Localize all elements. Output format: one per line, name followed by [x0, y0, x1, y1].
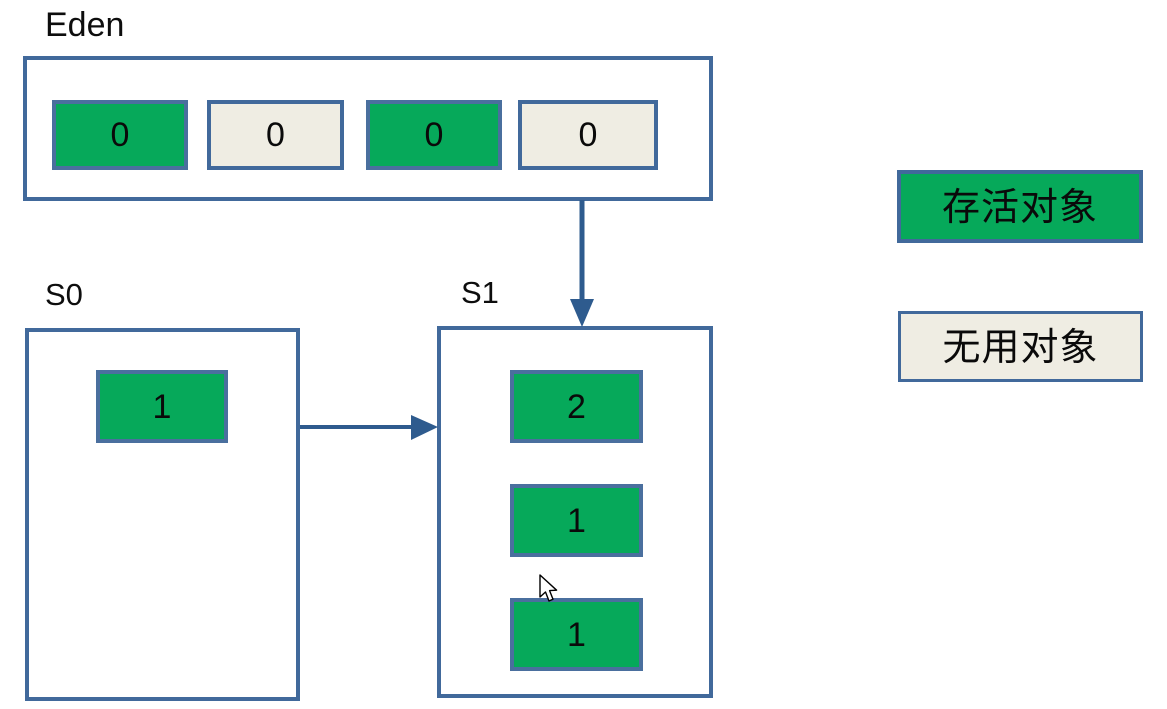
s1-object-cell[interactable]: 1	[510, 598, 643, 671]
s1-object-cell[interactable]: 2	[510, 370, 643, 443]
eden-object-cell[interactable]: 0	[366, 100, 502, 170]
eden-object-cell[interactable]: 0	[207, 100, 344, 170]
s0-region-label: S0	[45, 277, 83, 312]
s0-object-cell[interactable]: 1	[96, 370, 228, 443]
arrow-s0-to-s1	[300, 415, 438, 440]
arrow-eden-to-s1	[570, 200, 594, 327]
eden-object-cell[interactable]: 0	[52, 100, 188, 170]
eden-region-label: Eden	[45, 6, 125, 44]
legend-dead-object: 无用对象	[898, 311, 1143, 382]
s1-object-cell[interactable]: 1	[510, 484, 643, 557]
s1-region-label: S1	[461, 275, 499, 310]
eden-object-cell[interactable]: 0	[518, 100, 658, 170]
legend-alive-object: 存活对象	[897, 170, 1143, 243]
